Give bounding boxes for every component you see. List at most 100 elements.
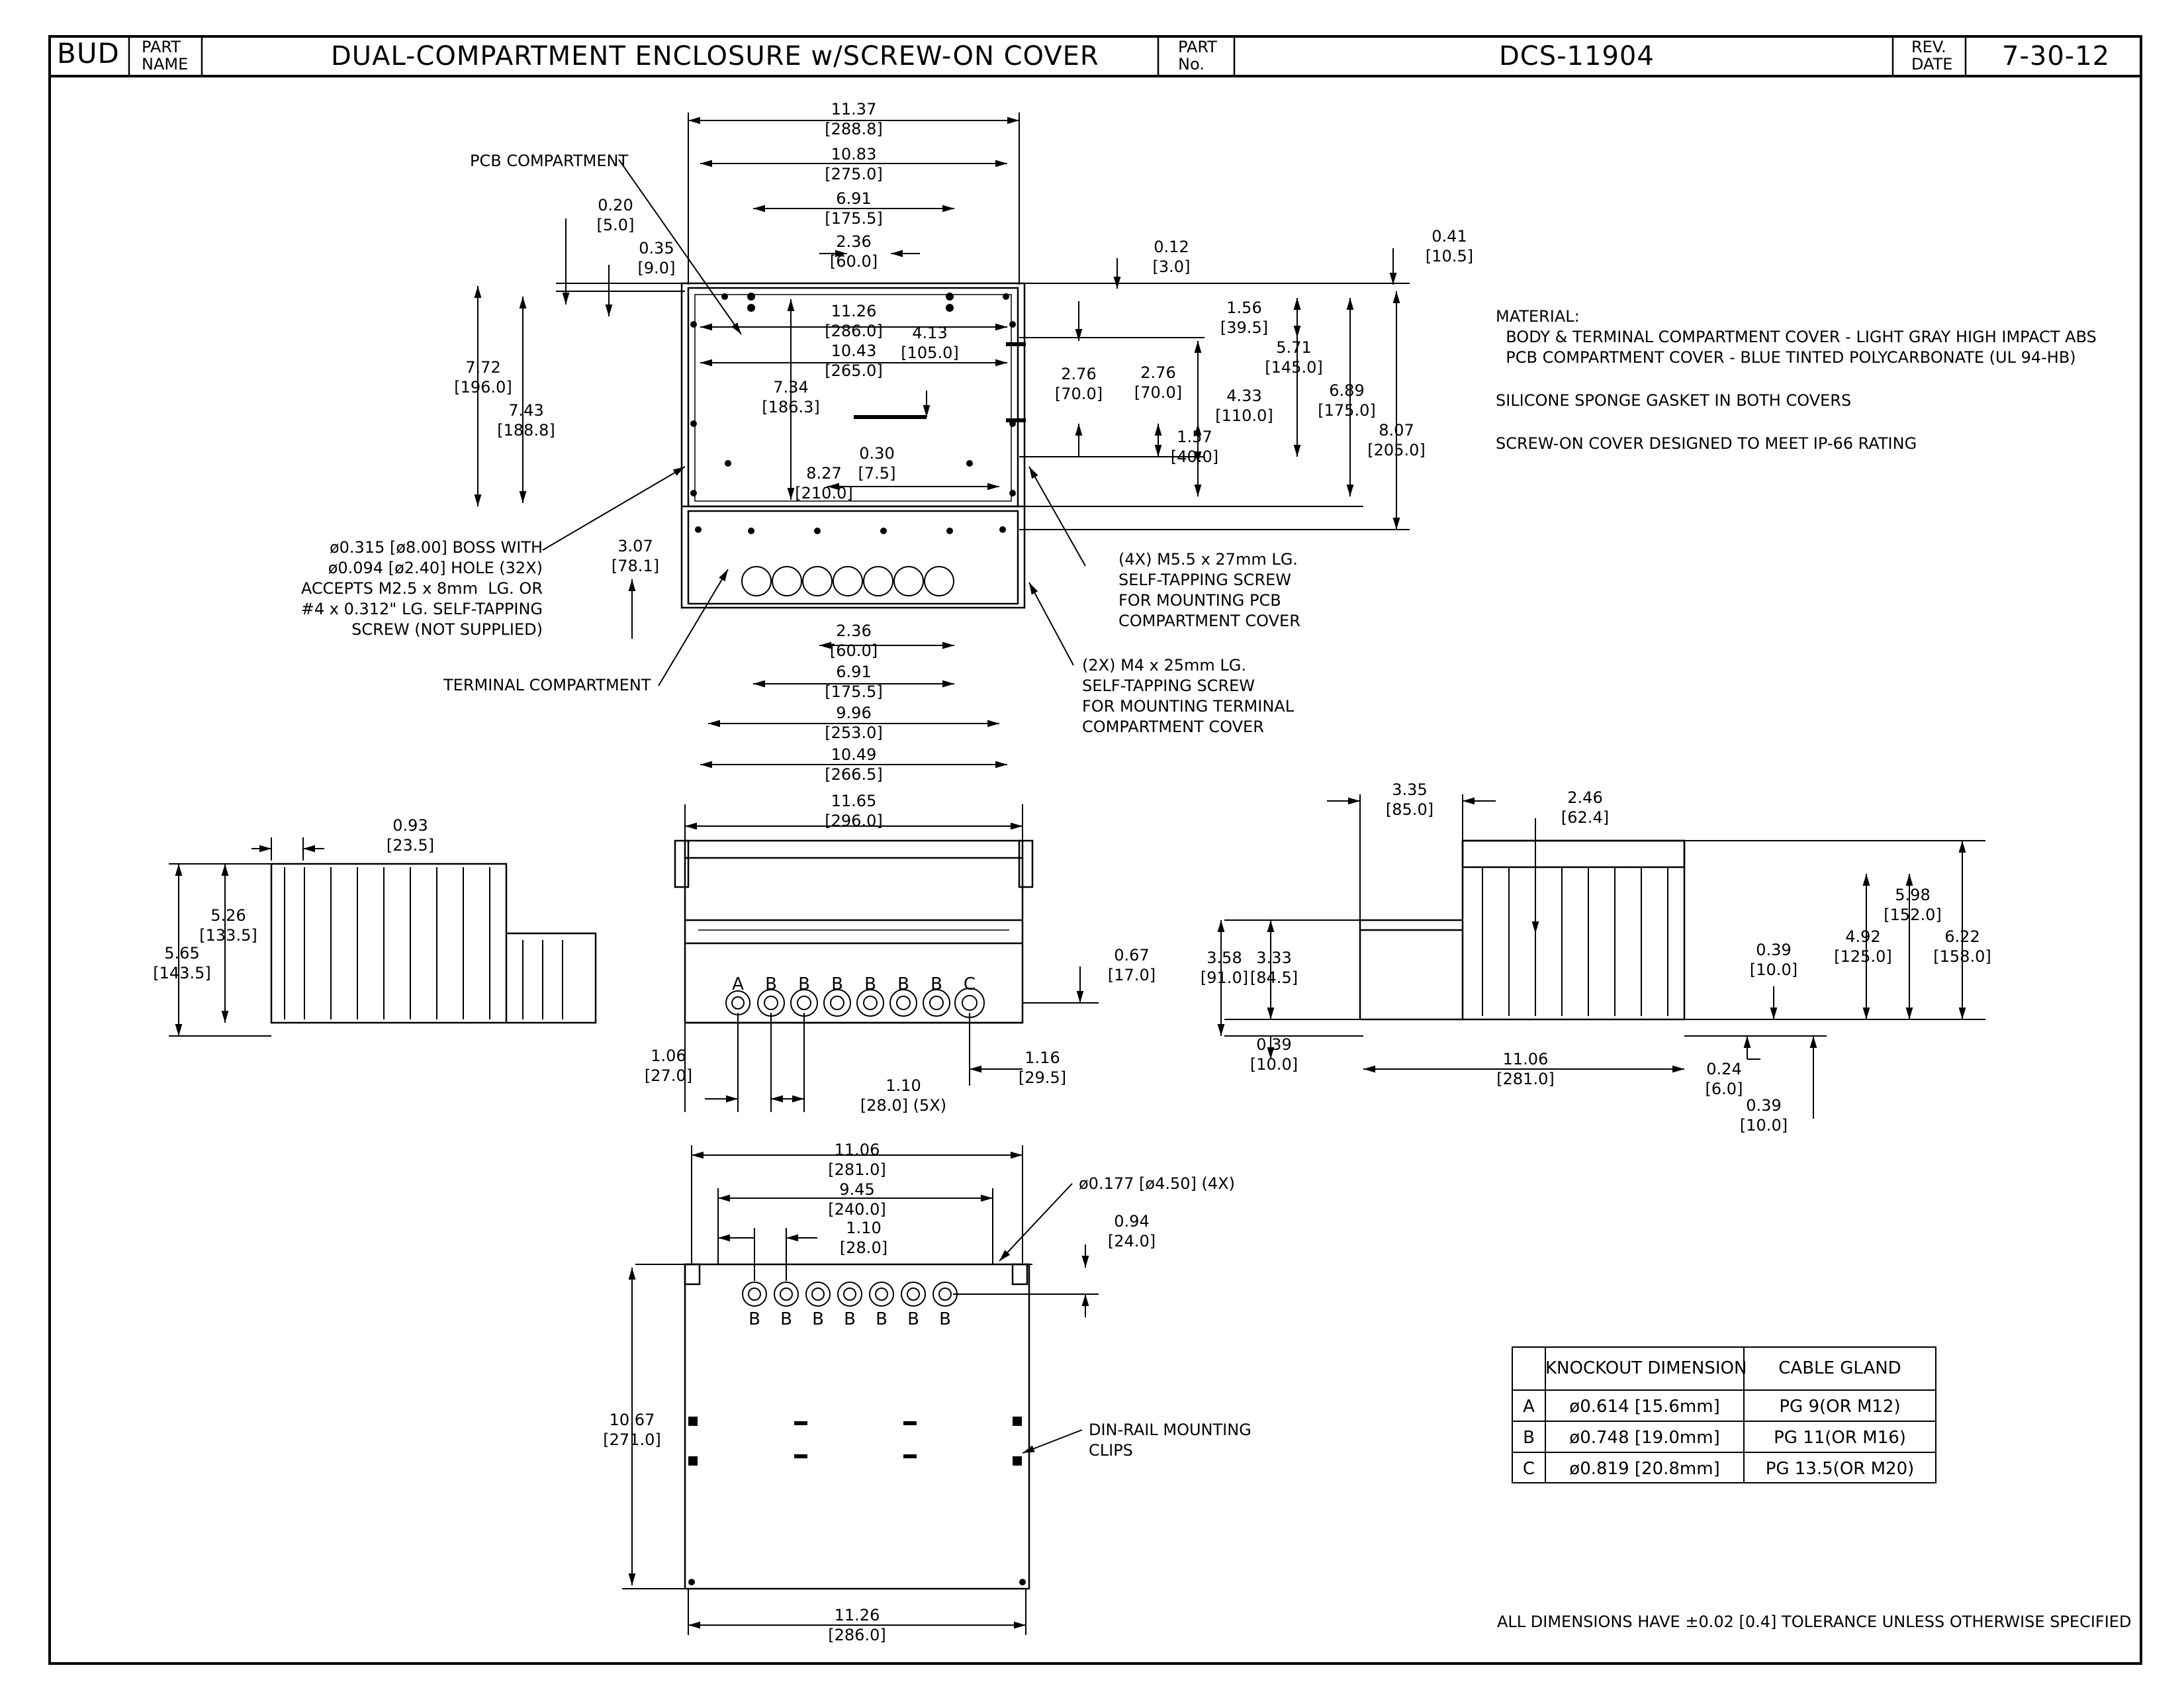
boss-holes: [690, 293, 1016, 534]
dim-label: 4.92 [125.0]: [1834, 927, 1892, 966]
dim-label: 1.57 [40.0]: [1170, 428, 1219, 466]
table-header-knockout: KNOCKOUT DIMENSION: [1545, 1358, 1747, 1378]
dim-label: 4.13 [105.0]: [901, 324, 959, 362]
dim-label: 2.36 [60.0]: [829, 622, 878, 660]
dim-label: 6.22 [158.0]: [1933, 927, 1991, 966]
terminal-compartment-label: TERMINAL COMPARTMENT: [443, 676, 651, 694]
knockout-letter: B: [780, 1309, 792, 1329]
terminal-cover-screw-note: (2X) M4 x 25mm LG. SELF-TAPPING SCREW FO…: [1082, 656, 1295, 736]
dim-label: 0.93 [23.5]: [386, 816, 435, 855]
dim-label: 0.30 [7.5]: [858, 444, 896, 483]
table-cell: PG 13.5(OR M20): [1765, 1459, 1915, 1479]
dim-label: 11.26 [286.0]: [828, 1606, 886, 1644]
pcb-compartment-inner: [694, 294, 1012, 502]
dim-label: 8.07 [205.0]: [1367, 421, 1426, 459]
dim-label: 1.06 [27.0]: [644, 1047, 693, 1085]
front-knockouts: [725, 988, 985, 1018]
right-view-dimension-lines: [1217, 794, 1985, 1119]
dim-label: 10.49 [266.5]: [825, 745, 883, 784]
mounting-hole-note: ø0.177 [ø4.50] (4X): [1079, 1174, 1235, 1193]
front-view-dimension-lines: [684, 804, 1099, 1112]
top-view-dimension-lines: [474, 113, 1410, 769]
knockout-letter: B: [765, 974, 777, 994]
knockout-letter: B: [812, 1309, 824, 1329]
clip-marks: [794, 1421, 917, 1458]
dim-label: 7.43 [188.8]: [497, 401, 555, 440]
callout-leaders: [542, 159, 1086, 1454]
dim-label: 0.67 [17.0]: [1107, 946, 1156, 984]
sheet-border: [48, 35, 2142, 1665]
table-cell: A: [1523, 1397, 1535, 1417]
dim-label: 6.89 [175.0]: [1318, 381, 1376, 420]
dim-label: 5.98 [152.0]: [1884, 886, 1942, 924]
dim-label: 0.12 [3.0]: [1152, 238, 1191, 276]
knockout-letter: B: [939, 1309, 951, 1329]
bottom-knockouts: [742, 1282, 958, 1307]
dim-label: 2.76 [70.0]: [1054, 365, 1103, 403]
dim-label: 3.35 [85.0]: [1385, 780, 1434, 819]
dim-label: 9.96 [253.0]: [825, 704, 883, 742]
dim-overall-length: 11.37 [288.8]: [825, 100, 883, 138]
dim-label: 2.36 [60.0]: [829, 232, 878, 271]
table-header-gland: CABLE GLAND: [1778, 1358, 1901, 1378]
dim-label: 0.39 [10.0]: [1749, 941, 1798, 979]
left-view-dimension-lines: [169, 837, 324, 1037]
table-cell: B: [1523, 1428, 1535, 1448]
dim-label: 0.41 [10.5]: [1425, 227, 1474, 265]
din-rail-note: DIN-RAIL MOUNTING CLIPS: [1089, 1421, 1251, 1460]
dim-label: 3.58 [91.0]: [1200, 949, 1249, 987]
dim-label: 8.27 [210.0]: [795, 464, 853, 502]
dim-label: 6.91 [175.5]: [825, 189, 883, 228]
rating-note: SCREW-ON COVER DESIGNED TO MEET IP-66 RA…: [1496, 434, 1917, 453]
knockout-letter: B: [749, 1309, 760, 1329]
pcb-compartment-label: PCB COMPARTMENT: [470, 152, 629, 170]
pcb-cover-screw-note: (4X) M5.5 x 27mm LG. SELF-TAPPING SCREW …: [1118, 550, 1300, 630]
terminal-compartment-outline: [687, 510, 1019, 605]
company-logo: BUD: [57, 37, 120, 70]
dim-label: 0.39 [10.0]: [1250, 1035, 1298, 1074]
material-heading: MATERIAL:: [1496, 307, 1580, 326]
dim-label: 1.10 [28.0] (5X): [860, 1076, 947, 1115]
part-name: DUAL-COMPARTMENT ENCLOSURE w/SCREW-ON CO…: [331, 41, 1099, 71]
knockout-table-grid: [1512, 1346, 1936, 1483]
dim-label: 10.43 [265.0]: [825, 342, 883, 380]
left-side-view: [270, 863, 597, 1024]
dim-label: 2.76 [70.0]: [1134, 363, 1183, 402]
terminal-knockouts: [741, 566, 954, 596]
front-view: [674, 839, 1034, 1024]
dim-label: 1.16 [29.5]: [1018, 1049, 1067, 1087]
knockout-letter: B: [876, 1309, 887, 1329]
knockout-letter: B: [907, 1309, 919, 1329]
dim-label: 9.45 [240.0]: [828, 1180, 886, 1219]
knockout-letter: B: [831, 974, 843, 994]
bottom-view: [684, 1263, 1030, 1590]
clip-blocks: [688, 1417, 1026, 1585]
knockout-letter: B: [844, 1309, 856, 1329]
material-line-2: PCB COMPARTMENT COVER - BLUE TINTED POLY…: [1496, 348, 2076, 367]
dim-label: 7.72 [196.0]: [454, 358, 512, 397]
knockout-letter: C: [963, 974, 976, 994]
knockout-letter: A: [732, 974, 744, 994]
knockout-letter: B: [931, 974, 942, 994]
part-number: DCS-11904: [1499, 41, 1655, 71]
table-cell: ø0.614 [15.6mm]: [1569, 1397, 1720, 1417]
top-view: [680, 282, 1026, 609]
knockout-letter: B: [897, 974, 909, 994]
dim-label: 0.39 [10.0]: [1739, 1096, 1788, 1135]
dim-label: 0.94 [24.0]: [1107, 1212, 1156, 1250]
dim-label: 3.07 [78.1]: [611, 537, 660, 575]
dim-label: 5.65 [143.5]: [153, 944, 211, 982]
dim-label: 5.71 [145.0]: [1265, 338, 1323, 377]
dim-label: 7.34 [186.3]: [762, 378, 820, 416]
dim-label: 2.46 [62.4]: [1561, 788, 1610, 827]
part-name-label: PART NAME: [142, 38, 189, 73]
material-line-1: BODY & TERMINAL COMPARTMENT COVER - LIGH…: [1496, 328, 2097, 346]
dim-label: 0.24 [6.0]: [1705, 1060, 1743, 1098]
dim-label: 0.35 [9.0]: [637, 239, 676, 277]
dim-label: 11.06 [281.0]: [828, 1141, 886, 1179]
table-cell: ø0.819 [20.8mm]: [1569, 1459, 1720, 1479]
dim-label: 5.26 [133.5]: [199, 906, 257, 945]
rev-date-label: REV. DATE: [1911, 38, 1953, 73]
